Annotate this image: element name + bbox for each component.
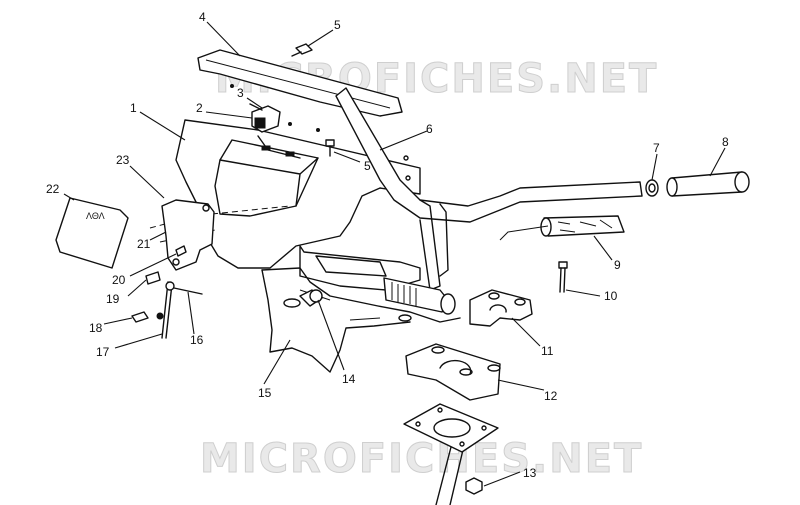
leader-lines <box>63 21 726 487</box>
callout-12: 12 <box>544 389 558 403</box>
part-2-3-switch <box>249 103 281 133</box>
callout-4: 4 <box>199 10 206 24</box>
callout-23: 23 <box>116 153 130 167</box>
callout-13: 13 <box>523 466 537 480</box>
callout-22: 22 <box>46 182 60 196</box>
part-5-screw-upper <box>291 43 313 57</box>
callout-16: 16 <box>190 333 204 347</box>
callout-6: 6 <box>426 122 433 136</box>
steering-plate <box>403 403 499 453</box>
part-13-nut <box>465 477 483 495</box>
part-10-bolt <box>558 261 568 293</box>
callout-2: 2 <box>196 101 203 115</box>
callout-10: 10 <box>604 289 618 303</box>
callout-1: 1 <box>130 101 137 115</box>
callout-11: 11 <box>541 344 554 358</box>
part-8-grip <box>666 171 750 197</box>
decal-text: ΛΘΛ <box>86 211 105 221</box>
part-23-bracket <box>161 199 215 271</box>
watermark-bottom: MICROFICHES.NET <box>200 436 643 482</box>
part-1-front-body <box>149 119 421 291</box>
callout-21: 21 <box>137 237 151 251</box>
watermark-top: MICROFICHES.NET <box>215 56 658 102</box>
part-12-lower-clamp <box>405 343 501 401</box>
part-16-17-18-linkage <box>131 281 203 339</box>
callout-labels: 4 5 3 2 1 6 5 7 8 9 10 11 12 13 14 15 16… <box>46 10 729 480</box>
callout-5-lower: 5 <box>364 159 371 173</box>
part-11-upper-clamp <box>469 289 533 327</box>
callout-18: 18 <box>89 321 103 335</box>
callout-17: 17 <box>96 345 110 359</box>
part-22-decal-plate: ΛΘΛ <box>55 197 129 269</box>
callout-15: 15 <box>258 386 272 400</box>
part-19-pin <box>145 271 161 285</box>
part-9-throttle-grip <box>499 215 625 241</box>
callout-9: 9 <box>614 258 621 272</box>
callout-20: 20 <box>112 273 126 287</box>
part-5-screw-lower <box>325 139 335 157</box>
callout-5-upper: 5 <box>334 18 341 32</box>
part-7-end-cap <box>645 179 659 197</box>
callout-8: 8 <box>722 135 729 149</box>
part-20-screw <box>175 245 187 257</box>
part-6-handlebar <box>335 87 643 291</box>
callout-19: 19 <box>106 292 120 306</box>
part-14-bushing <box>299 289 323 307</box>
callout-7: 7 <box>653 141 660 155</box>
callout-14: 14 <box>342 372 356 386</box>
callout-3: 3 <box>237 86 244 100</box>
